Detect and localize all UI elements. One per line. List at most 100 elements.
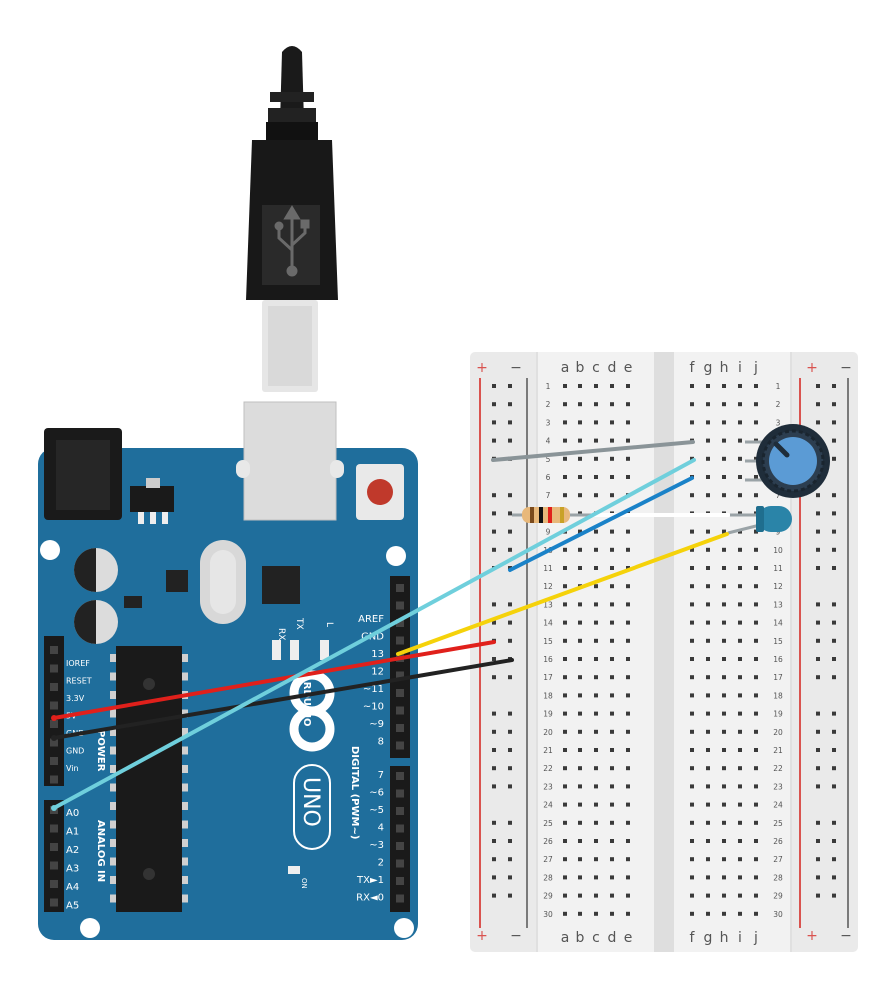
rail-hole (508, 729, 512, 734)
rail-hole (492, 438, 496, 443)
breadboard-hole (754, 402, 758, 407)
pin-label: 8 (378, 737, 384, 748)
row-number: 18 (773, 691, 783, 700)
header-hole (396, 636, 404, 645)
breadboard-hole (738, 584, 742, 589)
rail-hole (832, 729, 836, 734)
rail-hole (832, 566, 836, 570)
power-header-title: POWER (95, 730, 106, 772)
rail-hole (508, 438, 512, 443)
breadboard-hole (754, 493, 758, 498)
breadboard-hole (754, 729, 758, 734)
breadboard-hole (563, 857, 567, 862)
column-label: f (690, 360, 696, 376)
row-number: 10 (773, 546, 783, 555)
breadboard-hole (626, 657, 630, 661)
breadboard-hole (594, 839, 598, 843)
breadboard-hole (722, 420, 726, 425)
breadboard-hole (754, 657, 758, 661)
rail-hole (816, 511, 820, 516)
breadboard-hole (706, 566, 710, 570)
rail-hole (832, 420, 836, 425)
breadboard-hole (722, 638, 726, 643)
row-number: 27 (543, 855, 553, 864)
breadboard-hole (610, 711, 614, 716)
breadboard-hole (610, 602, 614, 607)
breadboard-hole (706, 893, 710, 898)
breadboard-hole (690, 602, 694, 607)
breadboard-hole (706, 547, 710, 552)
breadboard-hole (690, 493, 694, 498)
rail-hole (816, 839, 820, 843)
breadboard-hole (626, 402, 630, 407)
breadboard-hole (594, 875, 598, 880)
breadboard-hole (738, 602, 742, 607)
breadboard-hole (754, 820, 758, 825)
breadboard-hole (706, 438, 710, 443)
rail-hole (492, 675, 496, 680)
breadboard-hole (563, 875, 567, 880)
pin-label: A2 (66, 845, 79, 856)
row-number: 2 (776, 400, 781, 409)
rail-hole (816, 547, 820, 552)
breadboard-hole (738, 802, 742, 807)
rail-hole (816, 493, 820, 498)
usb-icon (274, 205, 310, 277)
breadboard-hole (563, 729, 567, 734)
power-header (44, 636, 64, 786)
pin-label: ~6 (369, 788, 384, 799)
row-number: 24 (543, 801, 553, 810)
row-number: 20 (773, 728, 783, 737)
breadboard-hole (594, 857, 598, 862)
breadboard-hole (738, 402, 742, 407)
row-number: 20 (543, 728, 553, 737)
breadboard-hole (754, 893, 758, 898)
rail-hole (816, 420, 820, 425)
mounting-hole (40, 540, 60, 560)
breadboard-hole (738, 493, 742, 498)
breadboard-hole (578, 857, 582, 862)
breadboard-hole (722, 784, 726, 789)
breadboard-hole (610, 657, 614, 661)
header-hole (396, 689, 404, 697)
voltage-regulator (130, 486, 174, 512)
capacitor (74, 548, 118, 592)
breadboard-hole (754, 547, 758, 552)
potentiometer-indicator (773, 441, 790, 458)
l-label: L (324, 622, 334, 627)
breadboard-hole (738, 820, 742, 825)
breadboard-hole (578, 602, 582, 607)
breadboard-hole (690, 620, 694, 625)
breadboard-hole (578, 657, 582, 661)
row-number: 30 (543, 910, 553, 919)
digital-header-bottom (390, 766, 410, 912)
breadboard-hole (754, 638, 758, 643)
breadboard-hole (594, 911, 598, 916)
header-hole (396, 807, 404, 815)
column-label: a (561, 360, 570, 376)
pin-label: Vin (66, 764, 79, 773)
breadboard-hole (722, 693, 726, 698)
breadboard-hole (610, 529, 614, 534)
breadboard-hole (578, 711, 582, 716)
breadboard-hole (626, 802, 630, 807)
breadboard-hole (754, 675, 758, 680)
breadboard-hole (722, 675, 726, 680)
led (727, 506, 792, 535)
wire-cyan (52, 458, 696, 810)
breadboard-hole (738, 438, 742, 443)
rail-hole (832, 511, 836, 516)
breadboard-hole (706, 693, 710, 698)
wire-gray (491, 440, 695, 462)
pin-label: 2 (378, 858, 384, 869)
breadboard-hole (563, 820, 567, 825)
rail-plus-label: + (476, 928, 488, 944)
breadboard-hole (594, 456, 598, 461)
row-number: 28 (543, 873, 553, 882)
rail-hole (816, 529, 820, 534)
breadboard-hole (754, 566, 758, 570)
arduino-logo-text: ARDUINO (301, 674, 312, 726)
breadboard-hole (626, 875, 630, 880)
header-holes (50, 584, 404, 907)
breadboard-hole (578, 475, 582, 479)
